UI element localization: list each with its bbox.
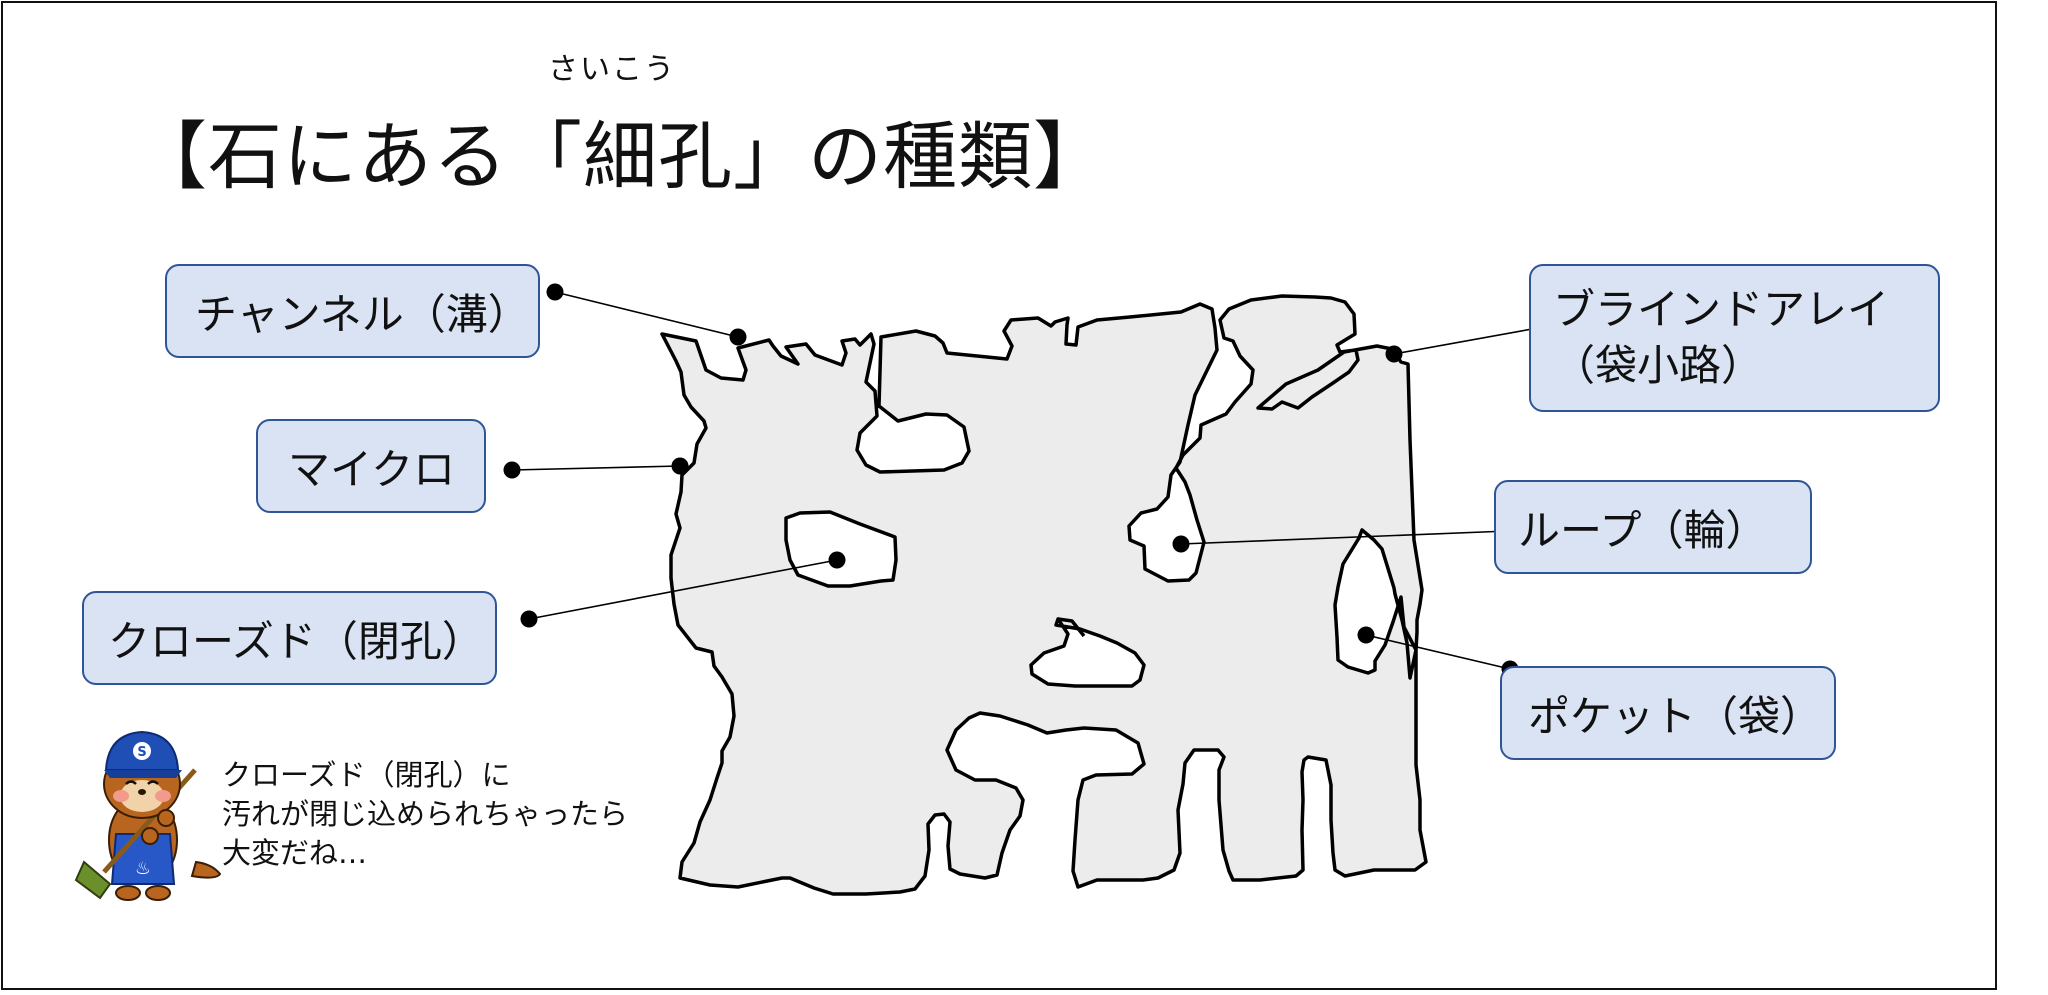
label-blind-alley-text: ブラインドアレイ （袋小路） bbox=[1553, 285, 1890, 390]
label-closed-text: クローズド（閉孔） bbox=[108, 616, 484, 666]
closed-pore-shape bbox=[784, 510, 898, 588]
svg-text:♨: ♨ bbox=[135, 858, 151, 879]
label-pocket: ポケット（袋） bbox=[1500, 666, 1836, 760]
page-title: 【石にある「細孔」の種類】 bbox=[133, 114, 1108, 200]
label-channel-text: チャンネル（溝） bbox=[195, 289, 530, 339]
label-pocket-text: ポケット（袋） bbox=[1528, 691, 1823, 741]
stone-cross-section bbox=[660, 294, 1428, 896]
pore-shapes bbox=[784, 510, 1146, 688]
mascot-speech: クローズド（閉孔）に 汚れが閉じ込められちゃったら 大変だね… bbox=[222, 758, 629, 870]
label-micro: マイクロ bbox=[256, 419, 486, 513]
mascot-cap-letter: S bbox=[137, 745, 146, 760]
label-loop: ループ（輪） bbox=[1494, 480, 1812, 574]
label-blind-alley: ブラインドアレイ （袋小路） bbox=[1529, 264, 1940, 412]
label-loop-text: ループ（輪） bbox=[1518, 505, 1768, 555]
inner-crack bbox=[1057, 617, 1086, 638]
slide-border bbox=[1, 1, 1997, 990]
mascot-otter-icon: ♨ S bbox=[74, 730, 222, 901]
label-closed: クローズド（閉孔） bbox=[82, 591, 497, 685]
inner-pore-shape bbox=[1029, 617, 1146, 688]
label-micro-text: マイクロ bbox=[288, 444, 456, 494]
leader-lines bbox=[511, 291, 1544, 670]
leader-dots bbox=[503, 283, 1552, 678]
title-ruby: さいこう bbox=[548, 52, 676, 87]
label-channel: チャンネル（溝） bbox=[165, 264, 540, 358]
